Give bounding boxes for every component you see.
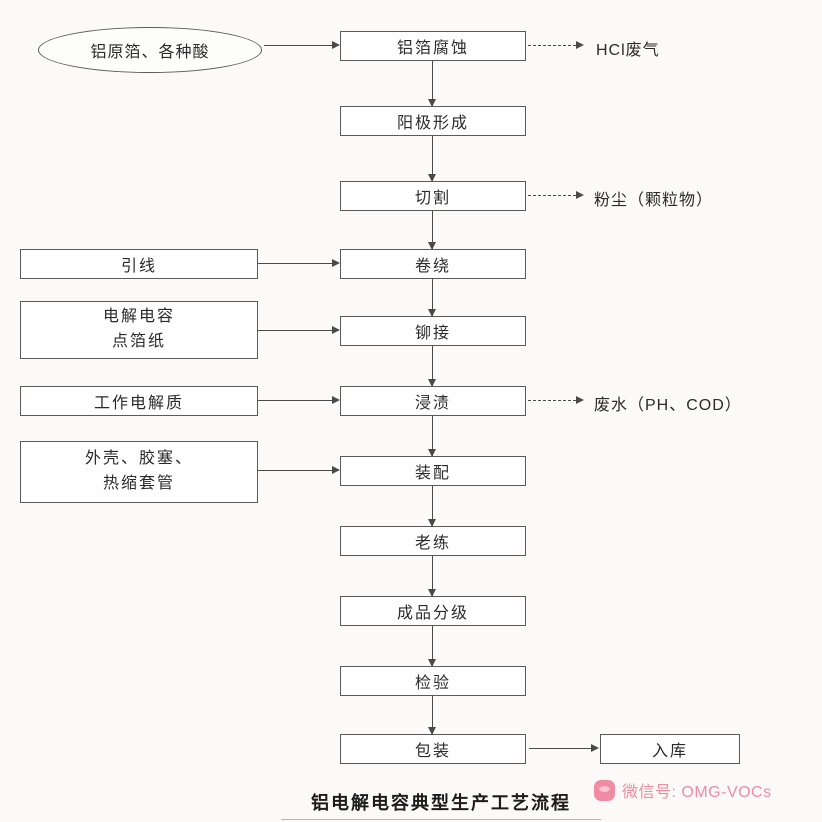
input-node-working-electrolyte: 工作电解质 bbox=[20, 386, 258, 416]
process-step-grading: 成品分级 bbox=[340, 596, 526, 626]
arrow-electrolyte-to-impregnation bbox=[258, 396, 340, 405]
watermark: 微信号: OMG-VOCs bbox=[594, 778, 772, 802]
arrow-paper-to-riveting bbox=[258, 326, 340, 335]
arrow-aging-to-grading bbox=[428, 556, 437, 597]
process-step-aging: 老练 bbox=[340, 526, 526, 556]
emission-label-wastewater: 废水（PH、COD） bbox=[594, 397, 742, 414]
arrow-casing-to-assembly bbox=[258, 466, 340, 475]
watermark-text: 微信号: OMG-VOCs bbox=[622, 784, 772, 801]
arrow-etching-to-hcl-gas bbox=[528, 41, 584, 50]
arrow-riveting-to-impregnation bbox=[428, 346, 437, 387]
arrow-impregnation-to-wastewater bbox=[528, 396, 584, 405]
input-node-label: 工作电解质 bbox=[93, 395, 184, 412]
arrow-winding-to-riveting bbox=[428, 279, 437, 317]
process-step-winding: 卷绕 bbox=[340, 249, 526, 279]
wechat-watermark-icon bbox=[594, 779, 615, 801]
input-node-separator-paper: 电解电容 点箔纸 bbox=[20, 301, 258, 359]
process-step-packaging: 包装 bbox=[340, 734, 526, 764]
arrow-etching-to-anode bbox=[428, 61, 437, 107]
process-step-inspection: 检验 bbox=[340, 666, 526, 696]
process-step-foil-etching: 铝箔腐蚀 bbox=[340, 31, 526, 61]
process-step-label: 铆接 bbox=[414, 325, 451, 342]
emission-label-hcl-waste-gas: HCl废气 bbox=[596, 42, 660, 59]
emission-label-dust-particulates: 粉尘（颗粒物） bbox=[594, 192, 714, 209]
arrow-packaging-to-warehouse bbox=[529, 744, 599, 753]
arrow-cutting-to-dust bbox=[528, 191, 584, 200]
process-step-assembly: 装配 bbox=[340, 456, 526, 486]
storage-node-label: 入库 bbox=[651, 743, 688, 760]
process-step-anode-forming: 阳极形成 bbox=[340, 106, 526, 136]
source-node-label: 铝原箔、各种酸 bbox=[90, 44, 210, 61]
arrow-assembly-to-aging bbox=[428, 486, 437, 527]
process-step-label: 切割 bbox=[414, 190, 451, 207]
arrow-cutting-to-winding bbox=[428, 211, 437, 250]
process-step-label: 装配 bbox=[414, 465, 451, 482]
input-node-label: 外壳、胶塞、 热缩套管 bbox=[84, 450, 193, 492]
process-step-label: 卷绕 bbox=[414, 258, 451, 275]
arrow-impregnation-to-assembly bbox=[428, 416, 437, 457]
input-node-label: 引线 bbox=[120, 258, 157, 275]
process-step-label: 成品分级 bbox=[396, 605, 469, 622]
process-step-impregnation: 浸渍 bbox=[340, 386, 526, 416]
input-node-lead-wire: 引线 bbox=[20, 249, 258, 279]
input-node-label: 电解电容 点箔纸 bbox=[102, 308, 175, 350]
process-step-cutting: 切割 bbox=[340, 181, 526, 211]
arrow-inspection-to-packaging bbox=[428, 696, 437, 735]
arrow-grading-to-inspection bbox=[428, 626, 437, 667]
arrow-leadwire-to-winding bbox=[258, 259, 340, 268]
process-step-label: 浸渍 bbox=[414, 395, 451, 412]
process-step-label: 包装 bbox=[414, 743, 451, 760]
source-node-raw-foil-acids: 铝原箔、各种酸 bbox=[38, 27, 262, 73]
process-step-label: 检验 bbox=[414, 675, 451, 692]
diagram-title: 铝电解电容典型生产工艺流程 bbox=[281, 789, 601, 820]
input-node-casing-plug-sleeve: 外壳、胶塞、 热缩套管 bbox=[20, 441, 258, 503]
arrow-anode-to-cutting bbox=[428, 136, 437, 182]
process-step-label: 铝箔腐蚀 bbox=[396, 40, 469, 57]
process-step-label: 老练 bbox=[414, 535, 451, 552]
process-step-label: 阳极形成 bbox=[396, 115, 469, 132]
storage-node-warehouse: 入库 bbox=[600, 734, 740, 764]
process-step-riveting: 铆接 bbox=[340, 316, 526, 346]
arrow-source-to-etching bbox=[264, 41, 340, 50]
